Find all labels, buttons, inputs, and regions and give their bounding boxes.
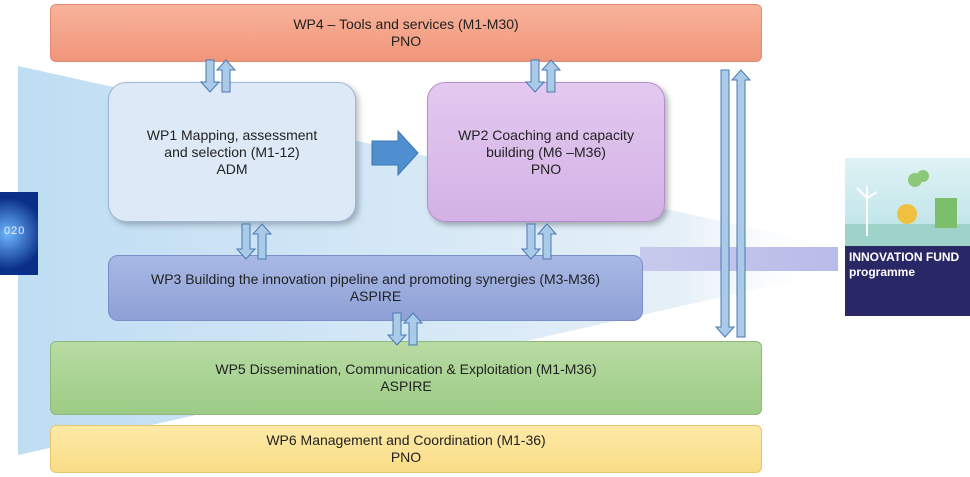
left-logo-text: 020 xyxy=(4,225,26,237)
innovation-fund-image xyxy=(845,158,970,246)
wind-turbines-icon xyxy=(845,170,970,246)
wp5-box: WP5 Dissemination, Communication & Explo… xyxy=(50,341,762,415)
wp4-lead: PNO xyxy=(390,33,422,49)
wp3-box: WP3 Building the innovation pipeline and… xyxy=(108,255,643,321)
wp6-lead: PNO xyxy=(390,449,422,465)
wp2-title-2: building (M6 –M36) xyxy=(486,143,606,160)
wp3-title: WP3 Building the innovation pipeline and… xyxy=(150,271,601,287)
wp2-title-1: WP2 Coaching and capacity xyxy=(458,126,634,143)
wp1-lead: ADM xyxy=(216,160,248,177)
wp5-title: WP5 Dissemination, Communication & Explo… xyxy=(215,361,597,377)
wp5-lead: ASPIRE xyxy=(380,378,432,394)
wp4-box: WP4 – Tools and services (M1-M30) PNO xyxy=(50,4,762,62)
wp4-title: WP4 – Tools and services (M1-M30) xyxy=(293,16,519,32)
wp2-lead: PNO xyxy=(530,160,562,177)
wp6-box: WP6 Management and Coordination (M1-36) … xyxy=(50,425,762,473)
wp3-lead: ASPIRE xyxy=(349,288,402,304)
funnel-beam xyxy=(640,247,838,271)
wp2-box: WP2 Coaching and capacity building (M6 –… xyxy=(427,82,665,222)
innovation-fund-subtitle: programme xyxy=(849,265,916,279)
wp1-box: WP1 Mapping, assessment and selection (M… xyxy=(108,82,356,222)
wp1-title-2: and selection (M1-12) xyxy=(164,143,300,160)
wp1-title-1: WP1 Mapping, assessment xyxy=(146,126,318,143)
horizon-2020-logo xyxy=(0,192,38,275)
wp6-title: WP6 Management and Coordination (M1-36) xyxy=(266,432,546,448)
innovation-fund-title: INNOVATION FUND xyxy=(849,250,960,264)
